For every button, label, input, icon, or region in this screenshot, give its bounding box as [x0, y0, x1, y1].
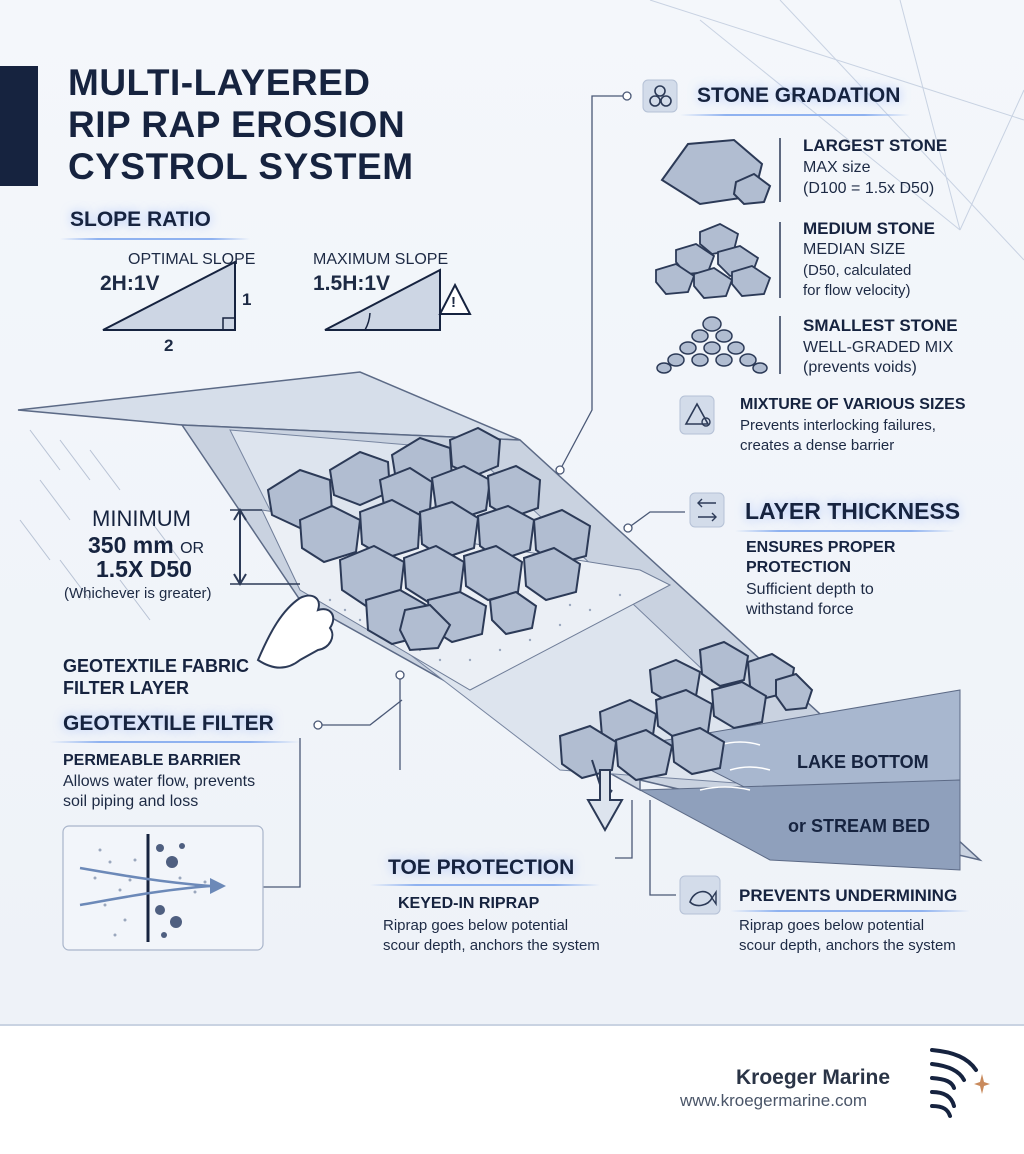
warning-glyph: ! [451, 294, 456, 311]
leader-lines [250, 95, 685, 896]
maximum-slope-triangle [324, 268, 441, 331]
maximum-slope-value: 1.5H:1V [313, 272, 391, 295]
geotextile-filter-subtitle: PERMEABLE BARRIER [63, 752, 241, 769]
title-bar [0, 66, 38, 186]
geotextile-fabric-line2: FILTER LAYER [63, 678, 190, 698]
minimum-value-main: 350 mm [88, 532, 174, 558]
optimal-slope-rise: 1 [242, 290, 252, 309]
mixture-icon [679, 395, 715, 435]
layer-thickness-subtitle1: ENSURES PROPER [746, 539, 896, 556]
toe-protection-underline [370, 884, 600, 886]
optimal-slope-label: OPTIMAL SLOPE [128, 251, 256, 268]
layer-thickness-subtitle2: PROTECTION [746, 559, 851, 576]
slope-angle-arc [364, 312, 371, 331]
geotextile-filter-line2: soil piping and loss [63, 793, 199, 810]
lake-bottom-label: LAKE BOTTOM [797, 752, 929, 772]
toe-down-arrow [586, 769, 624, 833]
undermining-heading: PREVENTS UNDERMINING [739, 886, 958, 905]
medium-stone-title: MEDIUM STONE [803, 219, 935, 238]
brand-url[interactable]: www.kroegermarine.com [680, 1091, 868, 1110]
toe-protection-subtitle: KEYED-IN RIPRAP [398, 895, 540, 912]
riprap-stones-toe [558, 640, 814, 782]
undermining-line1: Riprap goes below potential [739, 917, 925, 934]
illustration [0, 0, 1024, 951]
toe-protection-line1: Riprap goes below potential [383, 917, 569, 934]
riprap-stones-upper [266, 426, 592, 652]
undermining-line2: scour depth, anchors the system [739, 937, 956, 954]
logo-icon [930, 1048, 990, 1118]
filter-particles-fine [93, 848, 207, 937]
mixture-line1: Prevents interlocking failures, [740, 417, 936, 434]
largest-stone-illustration [660, 138, 772, 206]
filter-particles-coarse [155, 843, 185, 938]
stone-gradation-underline [680, 114, 910, 116]
medium-stone-line2: (D50, calculated [803, 262, 912, 279]
geotextile-filter-line1: Allows water flow, prevents [63, 773, 256, 790]
layer-thickness-line1: Sufficient depth to [746, 581, 874, 598]
mixture-title: MIXTURE OF VARIOUS SIZES [740, 396, 966, 413]
layer-thickness-line2: withstand force [746, 601, 854, 618]
stream-bed [638, 779, 961, 871]
maximum-slope-label: MAXIMUM SLOPE [313, 251, 449, 268]
medium-stone-line3: for flow velocity) [803, 282, 911, 299]
mixture-line2: creates a dense barrier [740, 437, 895, 454]
toe-protection-line2: scour depth, anchors the system [383, 937, 600, 954]
optimal-slope-value: 2H:1V [100, 272, 160, 295]
slope-ratio-underline [60, 238, 250, 240]
geotextile-filter-underline [50, 741, 300, 743]
warning-icon [438, 282, 472, 315]
optimal-slope-triangle [102, 260, 236, 331]
smallest-stone-line1: WELL-GRADED MIX [803, 339, 954, 356]
optimal-slope-run: 2 [164, 336, 174, 355]
fish-icon [679, 875, 721, 915]
smallest-stone-title: SMALLEST STONE [803, 316, 958, 335]
hand-illustration [256, 594, 335, 669]
main-panel: MULTI-LAYERED RIP RAP EROSION CYSTROL SY… [0, 0, 1024, 1024]
largest-stone-line2: (D100 = 1.5x D50) [803, 180, 935, 197]
undermining-underline [730, 910, 970, 912]
page-title: MULTI-LAYERED RIP RAP EROSION CYSTROL SY… [68, 62, 414, 187]
minimum-value-or: OR [180, 540, 205, 557]
corner-lines [649, 0, 1024, 261]
stone-gradation-heading: STONE GRADATION [697, 84, 901, 107]
flow-arrows [79, 866, 211, 907]
thickness-icon [689, 492, 725, 528]
footer [0, 1024, 1024, 1154]
largest-stone-title: LARGEST STONE [803, 136, 948, 155]
minimum-label: MINIMUM [92, 506, 191, 531]
right-angle-mark [222, 317, 236, 331]
stones-icon [642, 79, 678, 113]
smallest-stone-line2: (prevents voids) [803, 359, 917, 376]
minimum-value-alt: 1.5X D50 [96, 556, 192, 582]
medium-stone-illustration [655, 223, 772, 299]
stream-bed-label: or STREAM BED [788, 816, 931, 836]
minimum-value-line: 350 mm OR [88, 532, 204, 559]
minimum-note: (Whichever is greater) [64, 585, 212, 602]
largest-stone-line1: MAX size [803, 159, 871, 176]
layer-thickness-underline [735, 530, 955, 532]
slope-ratio-heading: SLOPE RATIO [70, 208, 211, 231]
soil-hatch [19, 429, 181, 621]
layer-thickness-heading: LAYER THICKNESS [745, 498, 961, 524]
filter-diagram-box [62, 825, 264, 951]
geotextile-fabric-line1: GEOTEXTILE FABRIC [63, 656, 250, 676]
geotextile-filter-heading: GEOTEXTILE FILTER [63, 712, 274, 735]
toe-protection-heading: TOE PROTECTION [388, 856, 575, 879]
smallest-stone-illustration [656, 316, 768, 374]
medium-stone-line1: MEDIAN SIZE [803, 241, 906, 258]
brand-name: Kroeger Marine [736, 1066, 891, 1089]
